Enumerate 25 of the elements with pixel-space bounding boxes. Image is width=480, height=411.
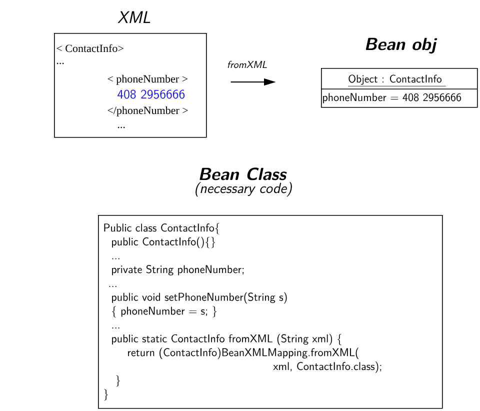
object-name: Object : ContactInfo [348, 74, 446, 86]
heading: XML [118, 11, 150, 23]
ellipsis: ... [56, 62, 64, 64]
code-line: } [104, 389, 108, 400]
xml-tag: < phoneNumber > [108, 74, 188, 85]
code-line: Public class ContactInfo{ [104, 223, 220, 234]
code-line: return (ContactInfo)BeanXMLMapping.fromXML( [128, 348, 359, 359]
code-line: private String phoneNumber; [112, 264, 244, 276]
code-line: xml, ContactInfo.class); [273, 362, 382, 373]
subheading: (necessary code) [196, 182, 292, 197]
ellipsis: ... [112, 258, 120, 260]
xml-value: 408 2956666 [118, 90, 185, 99]
code-line: public static ContactInfo fromXML (String xml) { [112, 334, 342, 346]
heading: Bean Class [200, 168, 287, 180]
code-line: public ContactInfo(){} [112, 236, 216, 248]
ellipsis: ... [109, 286, 116, 287]
xml-tag: < ContactInfo> [56, 44, 124, 52]
attribute-text: phoneNumber = 408 2956666 [323, 93, 462, 104]
code-line: { phoneNumber = s; } [112, 306, 217, 318]
code-line: public void setPhoneNumber(String s) [112, 292, 287, 304]
ellipsis: ... [118, 126, 125, 128]
heading: Bean obj [366, 38, 438, 54]
edge-label: fromXML [226, 60, 268, 70]
xml-tag: </phoneNumber > [108, 106, 188, 116]
code-line: } [116, 375, 120, 387]
